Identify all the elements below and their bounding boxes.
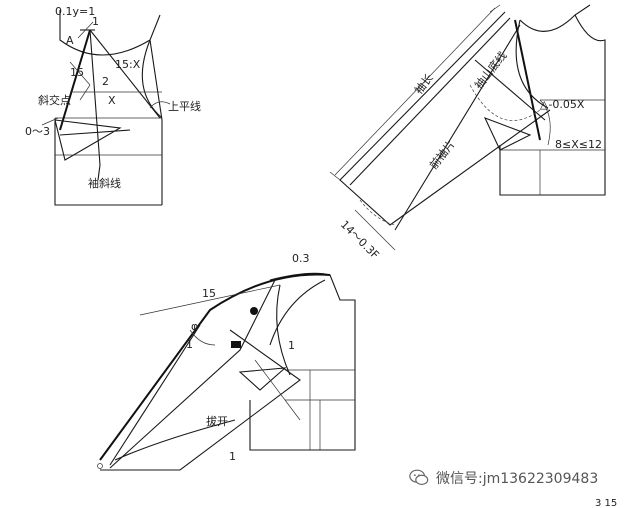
label-top-left-k: 袖斜线 xyxy=(88,176,121,190)
label-top-left-d: 15 xyxy=(70,66,84,79)
label-top-right-c: 前袖片 xyxy=(426,137,457,172)
label-top-left-c: A xyxy=(66,34,74,47)
dot-marker xyxy=(250,307,258,315)
label-top-right-f: 14～0.3F xyxy=(338,218,382,262)
label-top-left-g: 斜交点 xyxy=(38,93,71,107)
watermark: 微信号:jm13622309483 xyxy=(408,466,598,490)
label-bottom-g: 1 xyxy=(229,450,236,463)
wechat-icon xyxy=(409,469,429,486)
label-top-left-b: 1 xyxy=(92,15,99,28)
label-top-right-d: △-0.05X xyxy=(540,98,585,111)
start-point xyxy=(97,463,103,469)
label-top-left-h: X xyxy=(108,94,116,107)
label-bottom-c: φ xyxy=(191,320,198,333)
watermark-text: 微信号:jm13622309483 xyxy=(436,471,599,487)
label-bottom-f: 拔开 xyxy=(206,414,228,428)
fig-bottom: 0.3 15 φ 1 1 拔开 1 xyxy=(97,252,356,471)
label-top-left-a: 0.1y=1 xyxy=(55,5,95,18)
label-bottom-d: 1 xyxy=(186,338,193,351)
label-top-left-f: 15:X xyxy=(115,58,141,71)
label-top-right-e: 8≤X≤12 xyxy=(555,138,602,151)
fig-top-left: 0.1y=1 1 A 15 2 15:X 斜交点 X 上平线 0～3 袖斜线 xyxy=(25,5,201,206)
label-top-right-a: 袖长 xyxy=(411,71,436,97)
corner-text: 3 15 xyxy=(595,498,617,508)
label-top-left-i: 上平线 xyxy=(168,99,201,113)
label-bottom-a: 0.3 xyxy=(292,252,310,265)
label-bottom-b: 15 xyxy=(202,287,216,300)
label-top-left-j: 0～3 xyxy=(25,125,50,138)
square-marker xyxy=(231,341,241,348)
fig-top-right: 袖长 袖山底线 前袖片 △-0.05X 8≤X≤12 14～0.3F xyxy=(329,4,606,262)
label-top-left-e: 2 xyxy=(102,75,109,88)
label-bottom-e: 1 xyxy=(288,339,295,352)
